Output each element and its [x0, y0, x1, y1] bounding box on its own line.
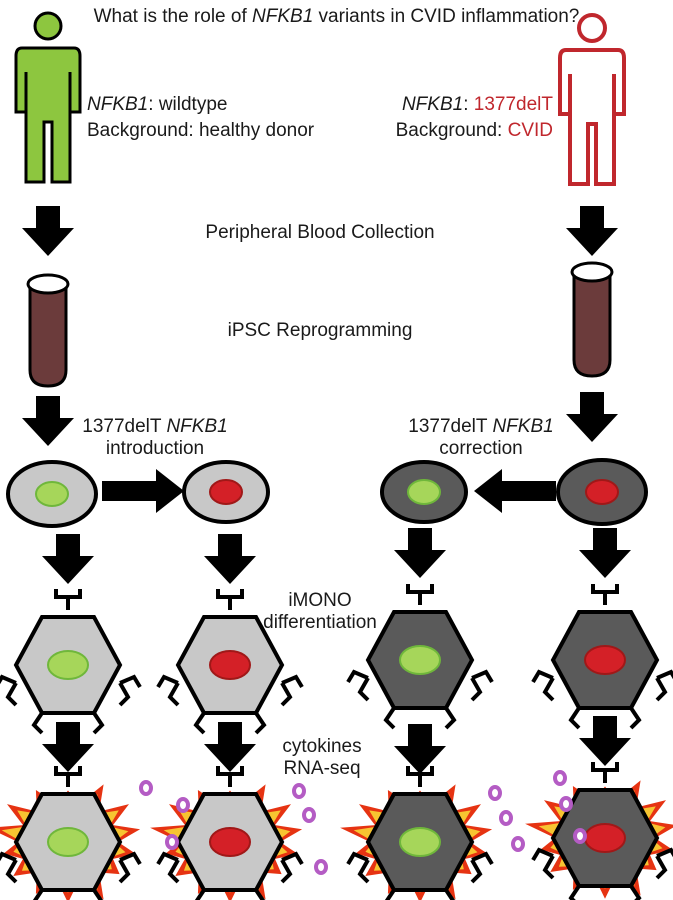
arrow-introduction: [102, 469, 184, 513]
arrow-readout-1: [42, 722, 94, 772]
activated-corrected-cell: [340, 764, 494, 900]
imono-corrected-cell: [346, 582, 494, 730]
arrow-diff-3: [394, 528, 446, 578]
step-readouts: cytokines RNA-seq: [282, 736, 362, 779]
cvid-patient-background-label: Background: CVID: [395, 120, 553, 141]
arrow-donor-to-blood-right: [566, 206, 618, 256]
nucleus: [399, 827, 441, 857]
ipsc-wildtype-cell: [6, 460, 98, 528]
nucleus: [584, 823, 626, 853]
healthy-donor-person-icon: [14, 11, 82, 184]
step-peripheral-blood-collection: Peripheral Blood Collection: [205, 222, 435, 243]
arrow-diff-4: [579, 528, 631, 578]
blood-tube-left-icon: [26, 273, 70, 388]
cvid-patient-genotype-label: NFKB1: 1377delT: [401, 94, 553, 115]
diagram-title: What is the role of NFKB1 variants in CV…: [93, 6, 580, 27]
arrow-readout-4: [579, 716, 631, 766]
edit-correction-label: 1377delT NFKB1 correction: [408, 416, 554, 459]
activated-patient-cell: [525, 760, 673, 900]
blood-tube-right-icon: [570, 261, 614, 378]
edit-introduction-label: 1377delT NFKB1 introduction: [82, 416, 228, 459]
step-imono-differentiation: iMONO differentiation: [263, 590, 377, 633]
healthy-donor-genotype-label: NFKB1: wildtype: [87, 94, 228, 115]
arrow-readout-3: [394, 724, 446, 774]
imono-wildtype-cell: [0, 587, 142, 735]
arrow-diff-2: [204, 534, 256, 584]
activated-introduced-mutant-cell: [150, 764, 304, 900]
imono-patient-cell: [531, 582, 673, 730]
cvid-patient-person-icon: [558, 13, 626, 186]
nucleus: [47, 827, 89, 857]
nucleus: [209, 827, 251, 857]
cytokine-dots: [139, 770, 587, 875]
imono-introduced-mutant-cell: [156, 587, 304, 735]
activated-wildtype-cell: [0, 764, 142, 900]
ipsc-patient-cell: [556, 458, 648, 526]
healthy-donor-background-label: Background: healthy donor: [87, 120, 315, 141]
ipsc-introduced-mutant-cell: [182, 460, 270, 524]
arrow-donor-to-blood-left: [22, 206, 74, 256]
ipsc-corrected-cell: [380, 460, 468, 524]
arrow-correction: [474, 469, 556, 513]
arrow-readout-2: [204, 722, 256, 772]
step-ipsc-reprogramming: iPSC Reprogramming: [227, 320, 413, 341]
arrow-diff-1: [42, 534, 94, 584]
